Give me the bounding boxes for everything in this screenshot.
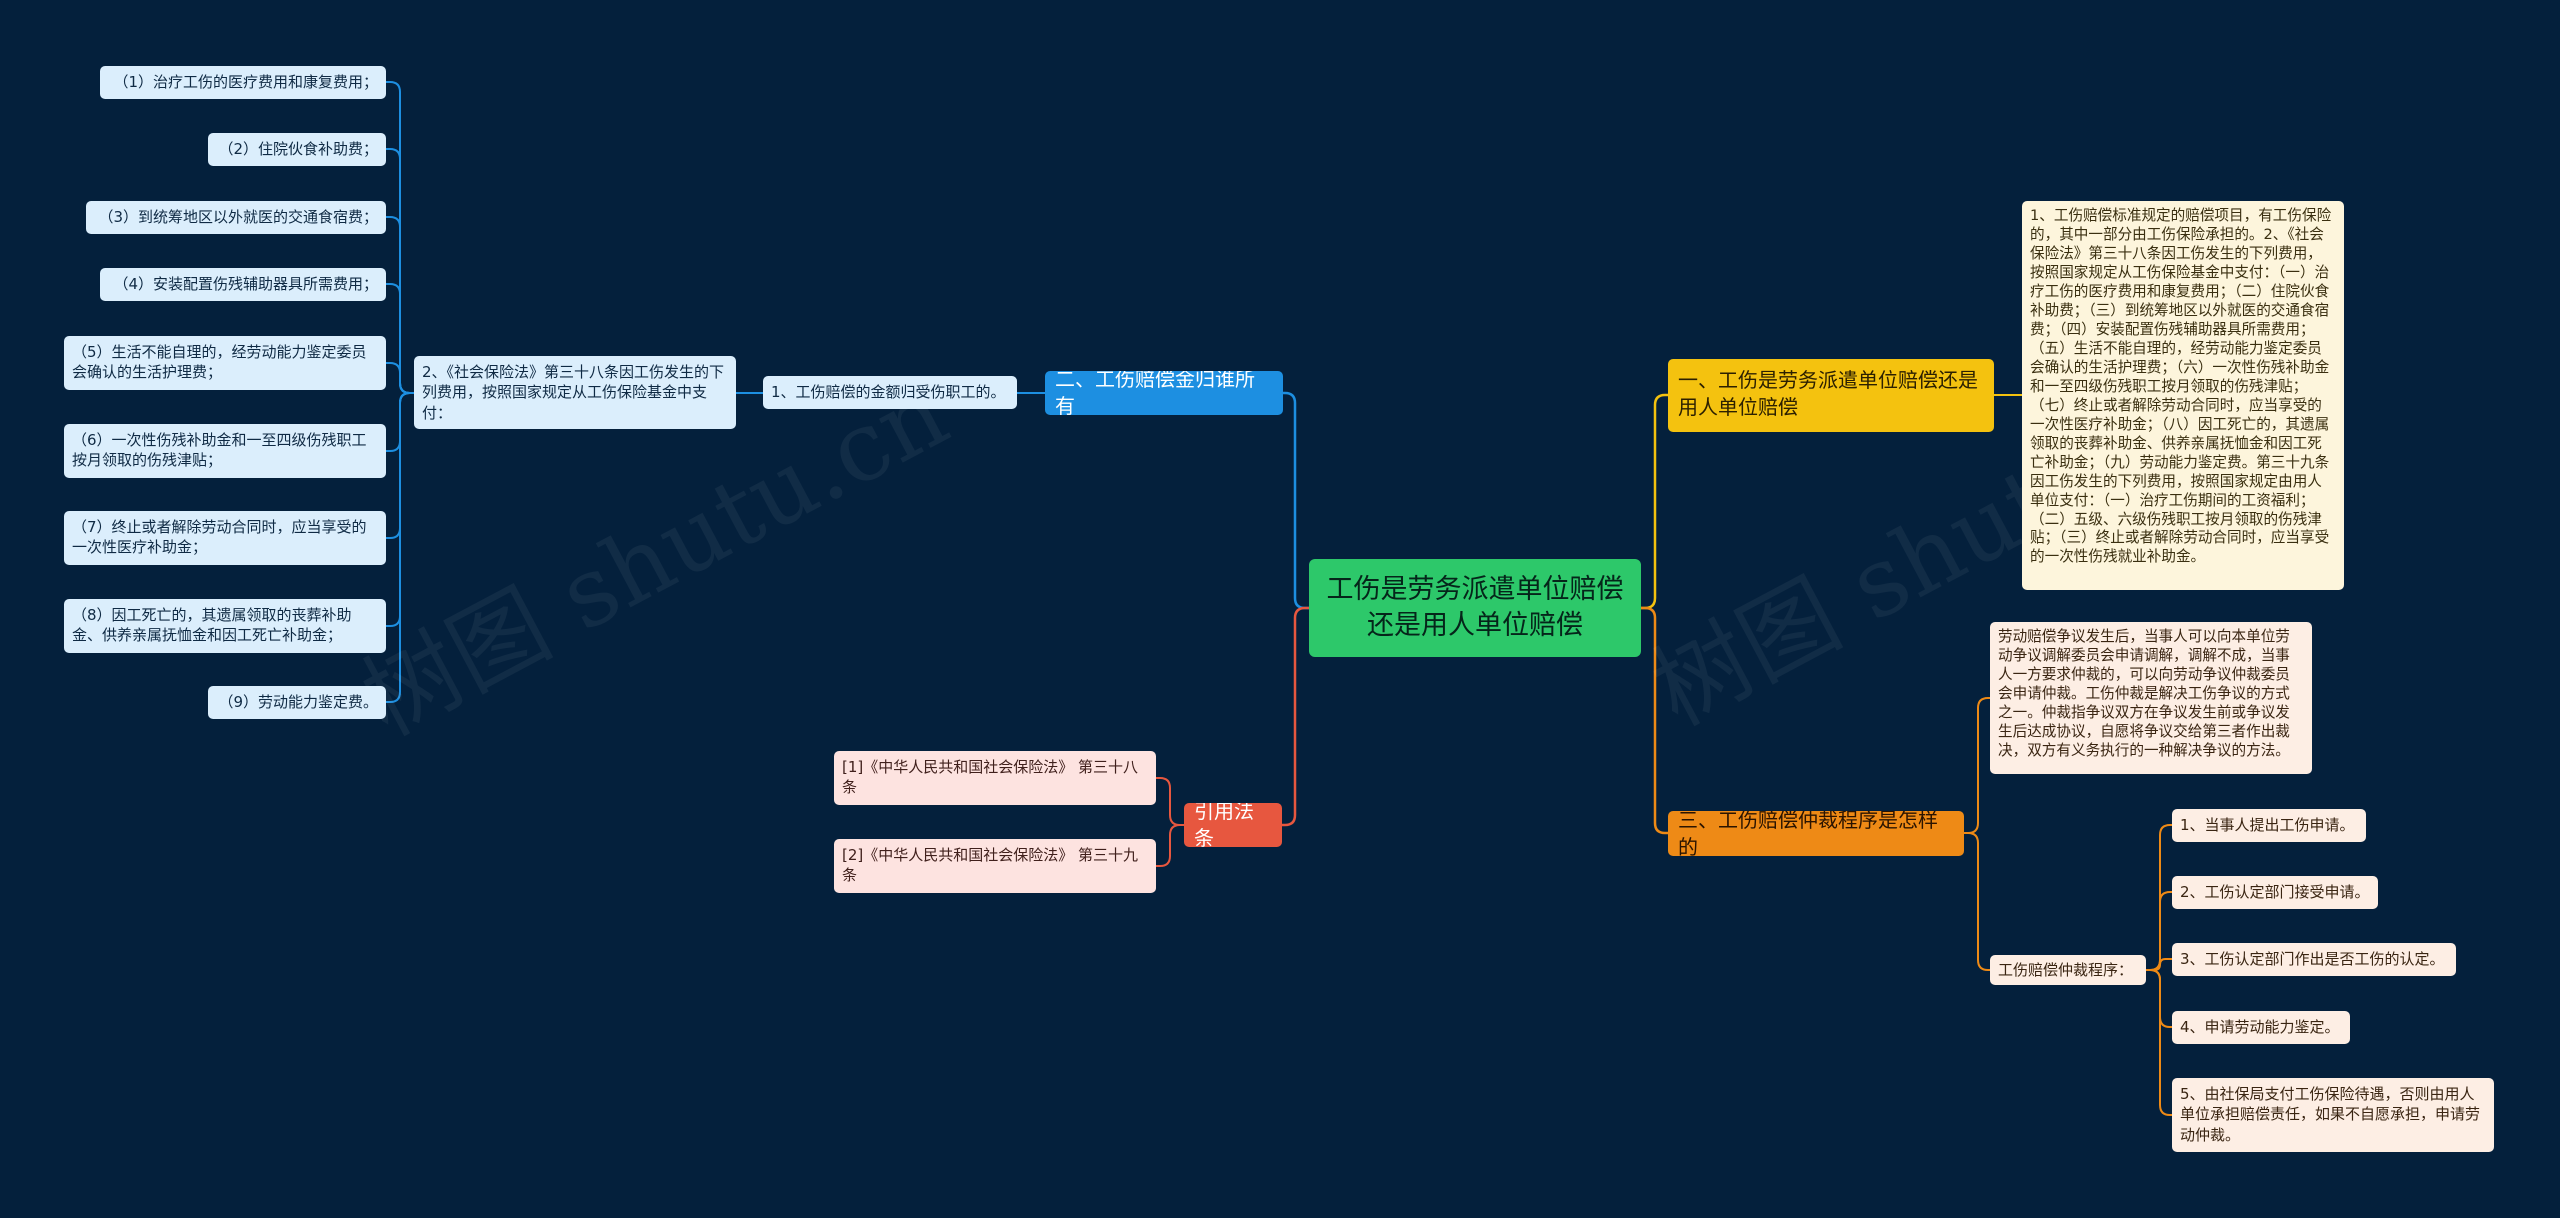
procedure-step-5-text: 5、由社保局支付工伤保险待遇，否则由用人单位承担赔偿责任，如果不自愿承担，申请劳…	[2180, 1085, 2481, 1144]
branch-3-label: 三、工伤赔偿仲裁程序是怎样的	[1678, 811, 1938, 856]
expense-item-line-9	[386, 392, 414, 703]
branch-3-topic[interactable]: 三、工伤赔偿仲裁程序是怎样的	[1668, 811, 1964, 856]
procedure-step-4[interactable]: 4、申请劳动能力鉴定。	[2172, 1011, 2350, 1044]
expense-item-5[interactable]: （5）生活不能自理的，经劳动能力鉴定委员会确认的生活护理费；	[64, 336, 386, 390]
law-reference-1-text: [1]《中华人民共和国社会保险法》 第三十八条	[842, 758, 1139, 797]
branch-2-grandchild-text: 2、《社会保险法》第三十八条因工伤发生的下列费用，按照国家规定从工伤保险基金中支…	[422, 363, 725, 422]
branch-2-child[interactable]: 1、工伤赔偿的金额归受伤职工的。	[763, 376, 1017, 409]
expense-item-8-text: （8）因工死亡的，其遗属领取的丧葬补助金、供养亲属抚恤金和因工死亡补助金；	[72, 606, 352, 645]
root-to-branch-3-line	[1641, 606, 1668, 835]
expense-item-4-text: （4）安装配置伤残辅助器具所需费用；	[113, 275, 378, 294]
procedure-step-line-5	[2146, 969, 2172, 1116]
procedure-label-text: 工伤赔偿仲裁程序：	[1998, 960, 2134, 979]
branch-3-detail-text: 劳动赔偿争议发生后，当事人可以向本单位劳动争议调解委员会申请调解，调解不成，当事…	[1998, 628, 2290, 759]
branch-2-child-text: 1、工伤赔偿的金额归受伤职工的。	[771, 383, 1006, 402]
branch-3-procedure-line	[1964, 832, 1990, 971]
procedure-step-1-text: 1、当事人提出工伤申请。	[2180, 816, 2355, 835]
root-to-branch-1-line	[1641, 393, 1668, 610]
procedure-step-2[interactable]: 2、工伤认定部门接受申请。	[2172, 876, 2378, 909]
branch-3-detail[interactable]: 劳动赔偿争议发生后，当事人可以向本单位劳动争议调解委员会申请调解，调解不成，当事…	[1990, 622, 2312, 774]
branch-2-label: 二、工伤赔偿金归谁所有	[1055, 371, 1255, 415]
branch-1-label: 一、工伤是劳务派遣单位赔偿还是用人单位赔偿	[1678, 368, 1978, 419]
expense-item-6-text: （6）一次性伤残补助金和一至四级伤残职工按月领取的伤残津贴；	[72, 431, 367, 470]
expense-item-9[interactable]: （9）劳动能力鉴定费。	[208, 686, 386, 719]
law-reference-line-1	[1156, 777, 1184, 826]
expense-item-2[interactable]: （2）住院伙食补助费；	[208, 133, 386, 166]
expense-item-3-text: （3）到统筹地区以外就医的交通食宿费；	[98, 208, 378, 227]
branch-1-detail-text: 1、工伤赔偿标准规定的赔偿项目，有工伤保险的，其中一部分由工伤保险承担的。2、《…	[2030, 207, 2332, 566]
procedure-step-3-text: 3、工伤认定部门作出是否工伤的认定。	[2180, 950, 2445, 969]
expense-item-2-text: （2）住院伙食补助费；	[218, 140, 378, 159]
branch-1-detail[interactable]: 1、工伤赔偿标准规定的赔偿项目，有工伤保险的，其中一部分由工伤保险承担的。2、《…	[2022, 201, 2344, 590]
procedure-step-5[interactable]: 5、由社保局支付工伤保险待遇，否则由用人单位承担赔偿责任，如果不自愿承担，申请劳…	[2172, 1078, 2494, 1152]
branch-4-label: 引用法条	[1194, 803, 1254, 847]
expense-item-6[interactable]: （6）一次性伤残补助金和一至四级伤残职工按月领取的伤残津贴；	[64, 424, 386, 478]
expense-item-3[interactable]: （3）到统筹地区以外就医的交通食宿费；	[86, 201, 386, 234]
expense-item-line-5	[386, 362, 414, 394]
expense-item-8[interactable]: （8）因工死亡的，其遗属领取的丧葬补助金、供养亲属抚恤金和因工死亡补助金；	[64, 599, 386, 653]
expense-item-4[interactable]: （4）安装配置伤残辅助器具所需费用；	[100, 268, 386, 301]
procedure-step-4-text: 4、申请劳动能力鉴定。	[2180, 1018, 2340, 1037]
procedure-step-2-text: 2、工伤认定部门接受申请。	[2180, 883, 2370, 902]
procedure-label[interactable]: 工伤赔偿仲裁程序：	[1990, 955, 2146, 985]
procedure-step-3[interactable]: 3、工伤认定部门作出是否工伤的认定。	[2172, 943, 2456, 976]
expense-item-1-text: （1）治疗工伤的医疗费用和康复费用；	[113, 73, 378, 92]
procedure-step-1[interactable]: 1、当事人提出工伤申请。	[2172, 809, 2366, 842]
law-reference-2[interactable]: [2]《中华人民共和国社会保险法》 第三十九条	[834, 839, 1156, 893]
branch-2-grandchild[interactable]: 2、《社会保险法》第三十八条因工伤发生的下列费用，按照国家规定从工伤保险基金中支…	[414, 356, 736, 429]
law-reference-2-text: [2]《中华人民共和国社会保险法》 第三十九条	[842, 846, 1139, 885]
branch-4-topic[interactable]: 引用法条	[1184, 803, 1282, 847]
procedure-step-line-3	[2146, 958, 2172, 971]
branch-3-detail-line	[1964, 697, 1990, 834]
branch-2-topic[interactable]: 二、工伤赔偿金归谁所有	[1045, 371, 1283, 415]
root-to-branch-4-line	[1282, 606, 1309, 827]
expense-item-1[interactable]: （1）治疗工伤的医疗费用和康复费用；	[100, 66, 386, 99]
law-reference-line-2	[1156, 824, 1184, 867]
root-topic[interactable]: 工伤是劳务派遣单位赔偿还是用人单位赔偿	[1309, 559, 1641, 657]
expense-item-5-text: （5）生活不能自理的，经劳动能力鉴定委员会确认的生活护理费；	[72, 343, 367, 382]
law-reference-1[interactable]: [1]《中华人民共和国社会保险法》 第三十八条	[834, 751, 1156, 805]
expense-item-7[interactable]: （7）终止或者解除劳动合同时，应当享受的一次性医疗补助金；	[64, 511, 386, 565]
expense-item-7-text: （7）终止或者解除劳动合同时，应当享受的一次性医疗补助金；	[72, 518, 367, 557]
root-topic-label: 工伤是劳务派遣单位赔偿还是用人单位赔偿	[1326, 573, 1624, 641]
root-to-branch-2-line	[1283, 391, 1309, 610]
branch-1-topic[interactable]: 一、工伤是劳务派遣单位赔偿还是用人单位赔偿	[1668, 359, 1994, 432]
expense-item-9-text: （9）劳动能力鉴定费。	[218, 693, 378, 712]
